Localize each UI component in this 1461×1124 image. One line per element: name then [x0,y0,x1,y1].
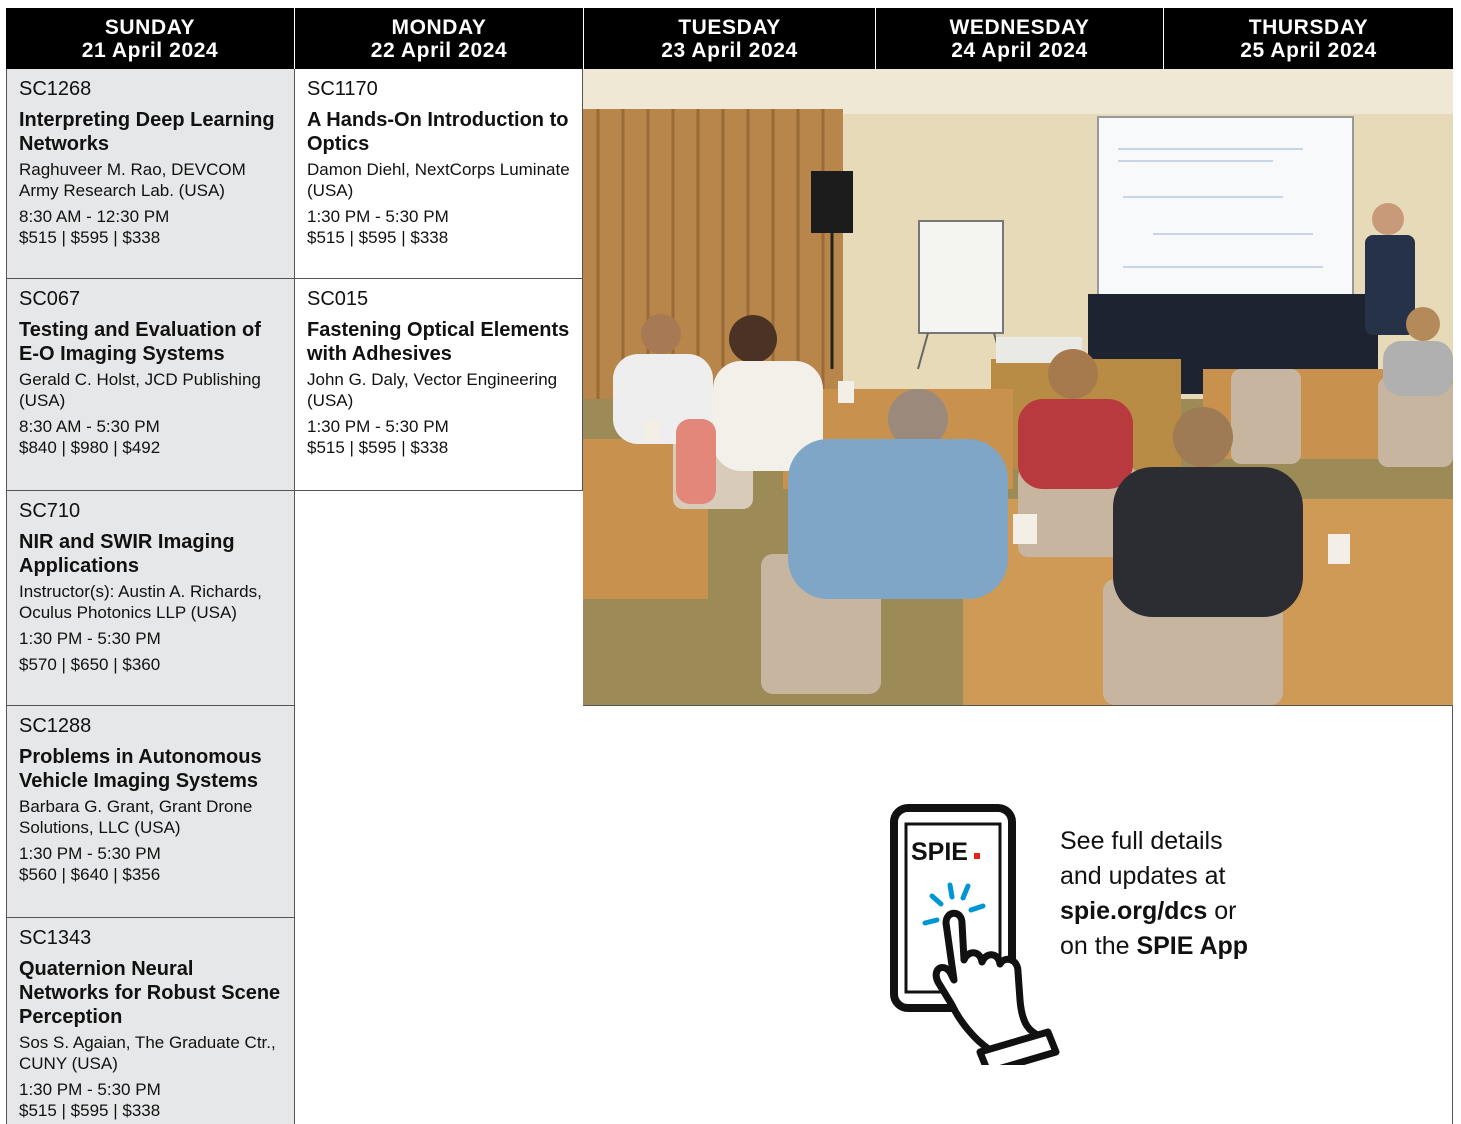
course-instructor: Raghuveer M. Rao, DEVCOM Army Research L… [19,160,246,200]
course-card-sc015[interactable]: SC015 Fastening Optical Elements with Ad… [295,279,583,491]
day-header-tuesday: TUESDAY 23 April 2024 [584,8,875,69]
day-date: 24 April 2024 [951,39,1088,62]
course-card-sc1170[interactable]: SC1170 A Hands-On Introduction to Optics… [295,69,583,279]
course-time: 8:30 AM - 5:30 PM [19,417,160,436]
day-header-thursday: THURSDAY 25 April 2024 [1164,8,1453,69]
course-code: SC067 [19,288,81,310]
course-title: Interpreting Deep Learning Networks [19,109,275,155]
course-price: $515 | $595 | $338 [19,228,161,247]
course-price: $515 | $595 | $338 [19,1101,161,1120]
course-instructor: Sos S. Agaian, The Graduate Ctr., CUNY (… [19,1033,276,1073]
course-card-sc1343[interactable]: SC1343 Quaternion Neural Networks for Ro… [6,918,295,1124]
course-card-sc1268[interactable]: SC1268 Interpreting Deep Learning Networ… [6,69,295,279]
day-name: WEDNESDAY [949,16,1090,39]
course-price: $840 | $980 | $492 [19,438,161,457]
course-code: SC1343 [19,927,92,949]
course-title: Problems in Autonomous Vehicle Imaging S… [19,746,262,792]
course-price: $515 | $595 | $338 [307,438,449,457]
course-code: SC1170 [307,78,378,100]
course-card-sc067[interactable]: SC067 Testing and Evaluation of E-O Imag… [6,279,295,491]
day-header-wednesday: WEDNESDAY 24 April 2024 [876,8,1163,69]
day-date: 22 April 2024 [370,39,508,62]
course-time: 8:30 AM - 12:30 PM [19,207,170,226]
day-date: 23 April 2024 [661,39,798,62]
course-title: Fastening Optical Elements with Adhesive… [307,319,570,365]
promo-or: or [1207,897,1237,925]
day-name: TUESDAY [678,16,781,39]
course-title: Testing and Evaluation of E-O Imaging Sy… [19,319,261,365]
course-time: 1:30 PM - 5:30 PM [19,629,161,648]
promo-line-2: and updates at [1060,862,1226,890]
course-instructor: John G. Daly, Vector Engineering (USA) [307,370,558,410]
course-instructor: Gerald C. Holst, JCD Publishing (USA) [19,370,261,410]
app-promo-text: See full details and updates at spie.org… [1060,824,1420,964]
course-time: 1:30 PM - 5:30 PM [19,1080,161,1099]
course-price: $570 | $650 | $360 [19,655,161,674]
day-name: SUNDAY [104,16,196,39]
classroom-photo [583,69,1453,706]
phone-spie-logo: SPIE [911,838,968,866]
day-name: THURSDAY [1248,16,1369,39]
course-instructor: Instructor(s): Austin A. Richards, Oculu… [19,582,262,622]
course-card-sc710[interactable]: SC710 NIR and SWIR Imaging Applications … [6,491,295,706]
promo-line-3: spie.org/dcs or [1060,894,1420,929]
promo-line-4: on the SPIE App [1060,929,1420,964]
course-price: $560 | $640 | $356 [19,865,161,884]
course-code: SC1288 [19,715,92,737]
course-title: NIR and SWIR Imaging Applications [19,531,235,577]
course-time: 1:30 PM - 5:30 PM [307,207,449,226]
day-header-monday: MONDAY 22 April 2024 [295,8,583,69]
classroom-illustration [583,69,1453,705]
day-date: 21 April 2024 [81,39,219,62]
day-date: 25 April 2024 [1240,39,1377,62]
phone-tap-icon: SPIE [880,800,1070,1076]
header-divider [875,8,876,69]
course-title: Quaternion Neural Networks for Robust Sc… [19,958,281,1028]
schedule-header: SUNDAY 21 April 2024 MONDAY 22 April 202… [6,8,1453,69]
promo-on-the: on the [1060,932,1137,960]
course-time: 1:30 PM - 5:30 PM [307,417,449,436]
course-code: SC1268 [19,78,92,100]
course-instructor: Damon Diehl, NextCorps Luminate (USA) [307,160,570,200]
header-divider [583,8,584,69]
promo-line-1: See full details [1060,827,1223,855]
course-code: SC015 [307,288,369,310]
header-divider [294,8,295,69]
website-link[interactable]: spie.org/dcs [1060,897,1208,925]
course-title: A Hands-On Introduction to Optics [307,109,569,155]
course-instructor: Barbara G. Grant, Grant Drone Solutions,… [19,797,253,837]
day-name: MONDAY [391,16,487,39]
header-divider [1163,8,1164,69]
course-time: 1:30 PM - 5:30 PM [19,844,161,863]
frame-border [1452,705,1453,1124]
course-card-sc1288[interactable]: SC1288 Problems in Autonomous Vehicle Im… [6,706,295,918]
course-code: SC710 [19,500,81,522]
course-price: $515 | $595 | $338 [307,228,449,247]
spie-app-link[interactable]: SPIE App [1136,932,1249,960]
phone-illustration: SPIE [890,804,1060,1076]
day-header-sunday: SUNDAY 21 April 2024 [6,8,294,69]
